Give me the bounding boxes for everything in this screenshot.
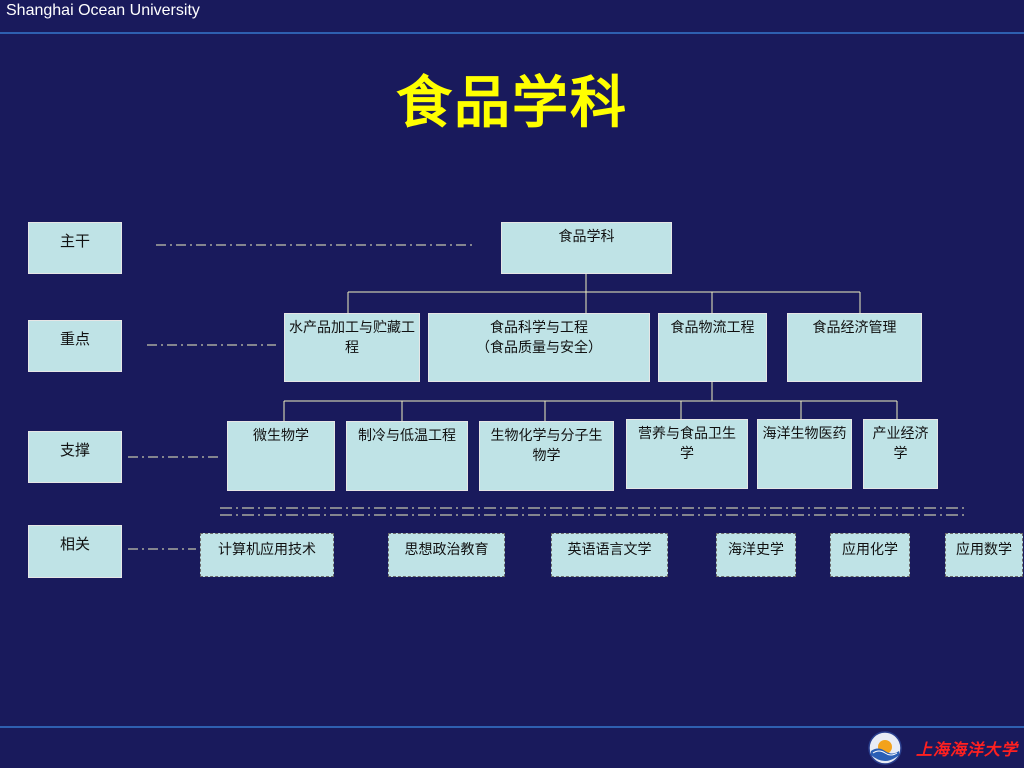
node-support-marine-medicine: 海洋生物医药 <box>757 419 852 489</box>
header-institution: Shanghai Ocean University <box>6 2 200 19</box>
node-related-applied-mathematics: 应用数学 <box>945 533 1023 577</box>
level-label-key: 重点 <box>28 320 122 372</box>
footer-rule <box>0 726 1024 728</box>
node-related-english-literature: 英语语言文学 <box>551 533 668 577</box>
node-related-computer-tech: 计算机应用技术 <box>200 533 334 577</box>
node-support-biochemistry: 生物化学与分子生物学 <box>479 421 614 491</box>
node-support-refrigeration: 制冷与低温工程 <box>346 421 468 491</box>
node-support-microbiology: 微生物学 <box>227 421 335 491</box>
slide-title: 食品学科 <box>396 71 628 136</box>
university-logo-text: 上海海洋大学 <box>916 740 1019 759</box>
node-key-aquatic-processing: 水产品加工与贮藏工程 <box>284 313 420 382</box>
node-related-political-education: 思想政治教育 <box>388 533 505 577</box>
node-support-nutrition: 营养与食品卫生学 <box>626 419 748 489</box>
node-root: 食品学科 <box>501 222 672 274</box>
level-label-main: 主干 <box>28 222 122 274</box>
node-key-food-science: 食品科学与工程 （食品质量与安全） <box>428 313 650 382</box>
header-rule <box>0 32 1024 34</box>
node-related-applied-chemistry: 应用化学 <box>830 533 910 577</box>
node-related-maritime-history: 海洋史学 <box>716 533 796 577</box>
node-key-food-logistics: 食品物流工程 <box>658 313 767 382</box>
university-emblem-icon <box>868 731 902 765</box>
level-label-support: 支撑 <box>28 431 122 483</box>
node-support-industrial-economics: 产业经济学 <box>863 419 938 489</box>
level-label-related: 相关 <box>28 525 122 578</box>
node-key-food-economics: 食品经济管理 <box>787 313 922 382</box>
